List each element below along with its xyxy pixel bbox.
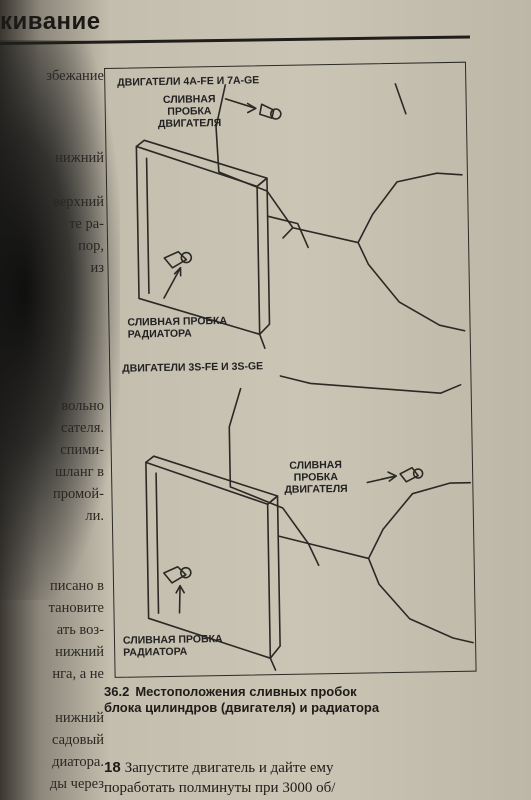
callout-line: СЛИВНАЯ — [289, 458, 342, 472]
step-line1: Запустите двигатель и дайте ему — [124, 760, 334, 776]
page-gutter-shadow — [0, 40, 120, 600]
callout-line: ПРОБКА — [167, 105, 212, 118]
caption-line2: блока цилиндров (двигателя) и радиатора — [104, 700, 380, 715]
step-line2: поработать полминуты при 3000 об/ — [104, 780, 336, 796]
left-text-line: нижний — [55, 710, 104, 726]
callout-line: ДВИГАТЕЛЯ — [284, 482, 348, 496]
left-text-line: тановите — [48, 600, 104, 616]
left-text-line: збежание — [46, 68, 104, 84]
left-text-line: нга, а не — [52, 666, 104, 682]
callout-line: ПРОБКА — [293, 470, 338, 484]
bottom-engine-plug-label: СЛИВНАЯ ПРОБКА ДВИГАТЕЛЯ — [284, 458, 348, 496]
figure-frame: ДВИГАТЕЛИ 4A-FE И 7A-GE СЛИВНАЯ ПРОБКА Д… — [104, 61, 477, 678]
left-text-line: верхний — [53, 194, 104, 210]
left-text-line: промой- — [53, 486, 104, 502]
top-engine-plug-label: СЛИВНАЯ ПРОБКА ДВИГАТЕЛЯ — [157, 93, 221, 130]
left-text-line: нижний — [55, 644, 104, 660]
callout-line: РАДИАТОРА — [127, 327, 192, 341]
left-text-line: сателя. — [61, 420, 104, 436]
left-text-line: те ра- — [69, 216, 104, 232]
left-text-line: ды через — [49, 776, 104, 792]
left-text-line: ать воз- — [56, 622, 104, 638]
callout-line: СЛИВНАЯ ПРОБКА — [127, 314, 228, 329]
step-number: 18 — [104, 759, 121, 776]
left-text-line: спими- — [60, 442, 104, 458]
caption-line1: Местоположения сливных пробок — [135, 684, 357, 699]
top-section-label: ДВИГАТЕЛИ 4A-FE И 7A-GE — [117, 74, 260, 89]
left-text-line: ли. — [85, 508, 104, 524]
left-text-line: пор, — [78, 238, 104, 254]
bottom-radiator-plug-label: СЛИВНАЯ ПРОБКА РАДИАТОРА — [123, 633, 223, 659]
left-text-line: садовый — [51, 732, 104, 748]
bottom-section-label: ДВИГАТЕЛИ 3S-FE И 3S-GE — [122, 360, 264, 375]
left-text-line: писано в — [49, 578, 104, 594]
figure-caption: 36.2 Местоположения сливных пробок блока … — [104, 684, 474, 716]
top-radiator-plug-label: СЛИВНАЯ ПРОБКА РАДИАТОРА — [127, 315, 227, 341]
page-header: кивание — [0, 8, 101, 35]
callout-line: ДВИГАТЕЛЯ — [157, 116, 222, 131]
left-text-line: из — [90, 260, 105, 276]
engine-radiator-drawing — [135, 83, 474, 671]
left-text-line: вольно — [61, 398, 104, 414]
callout-line: РАДИАТОРА — [123, 645, 188, 659]
callout-line: СЛИВНАЯ ПРОБКА — [122, 633, 223, 647]
callout-line: СЛИВНАЯ — [162, 93, 216, 106]
left-text-line: шланг в — [54, 464, 104, 480]
left-text-line: диатора. — [52, 754, 104, 770]
caption-number: 36.2 — [104, 684, 130, 699]
left-text-line: нижний — [55, 150, 104, 166]
